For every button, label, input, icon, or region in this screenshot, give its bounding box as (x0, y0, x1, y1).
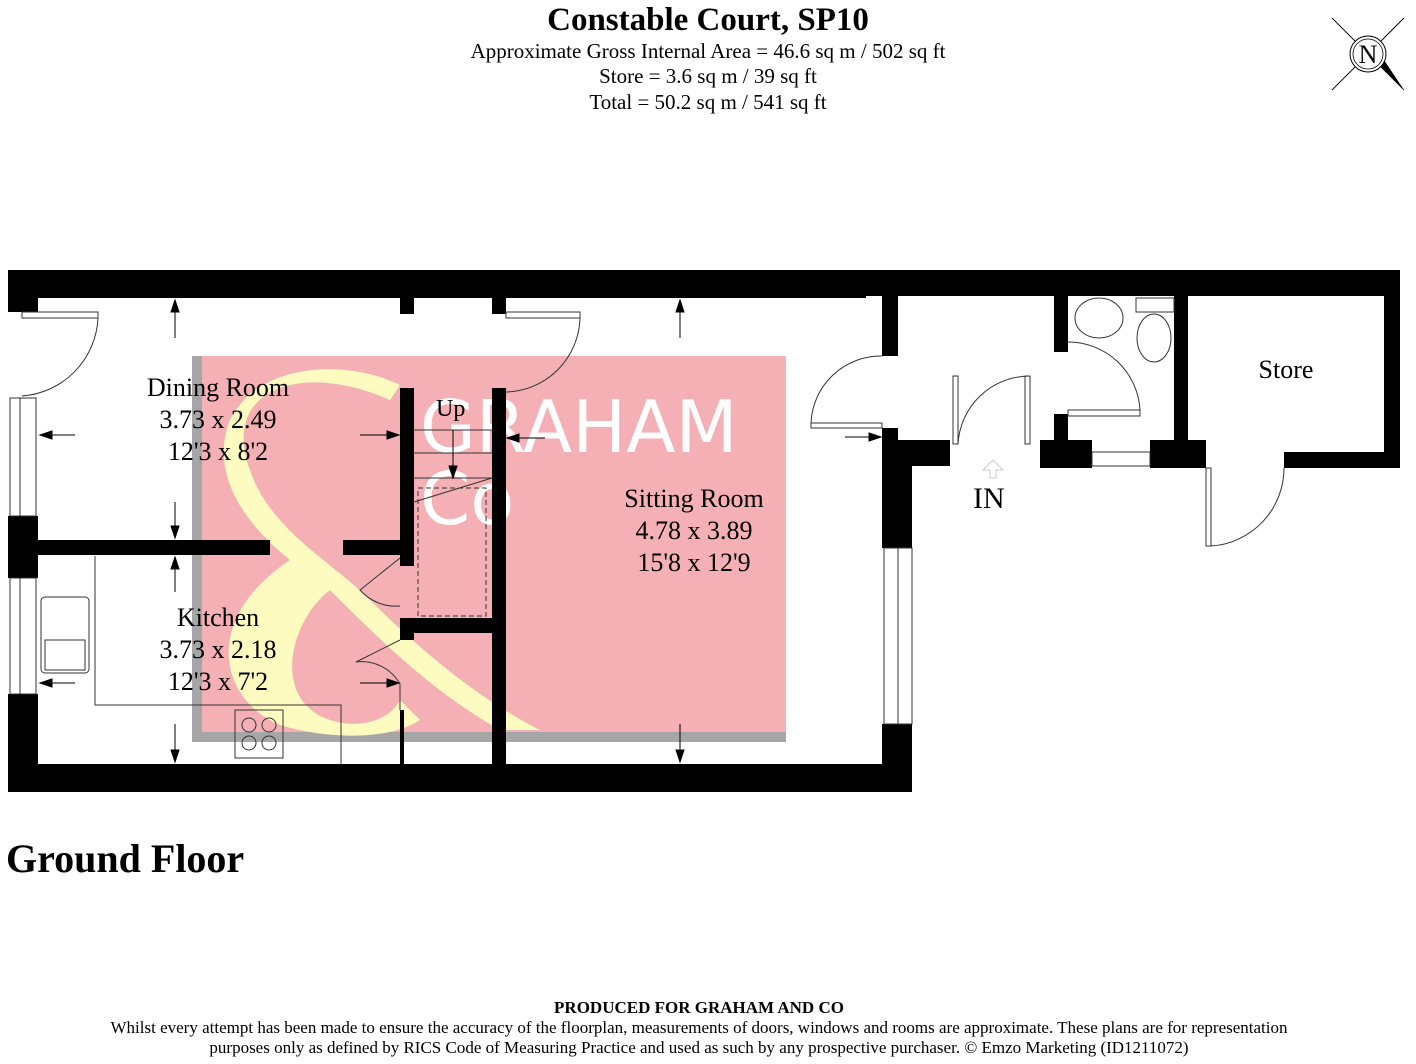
room-name: Dining Room (146, 373, 290, 402)
produced-for-text: PRODUCED FOR GRAHAM AND CO (554, 998, 844, 1017)
disclaimer-line-1: Whilst every attempt has been made to en… (110, 1018, 1288, 1037)
room-metric: 3.73 x 2.49 (159, 405, 277, 434)
room-label-store: Store (1236, 354, 1336, 386)
room-imperial: 15'8 x 12'9 (637, 548, 751, 577)
room-label-dining: Dining Room 3.73 x 2.49 12'3 x 8'2 (118, 372, 318, 468)
disclaimer-line-2: purposes only as defined by RICS Code of… (209, 1038, 1189, 1057)
entrance-label: IN (973, 482, 1005, 515)
total-area-text: Total = 50.2 sq m / 541 sq ft (589, 90, 827, 114)
walls (8, 270, 1400, 792)
room-name: Store (1258, 355, 1314, 384)
footer: PRODUCED FOR GRAHAM AND CO Whilst every … (0, 998, 1398, 1058)
floor-name: Ground Floor (6, 836, 245, 881)
property-title: Constable Court, SP10 (547, 2, 869, 38)
room-metric: 3.73 x 2.18 (159, 635, 277, 664)
fixtures (9, 297, 1285, 764)
north-compass-icon: N (1331, 17, 1405, 91)
room-metric: 4.78 x 3.89 (635, 516, 753, 545)
svg-text:N: N (1359, 40, 1378, 69)
store-area-text: Store = 3.6 sq m / 39 sq ft (599, 64, 817, 88)
gross-area-text: Approximate Gross Internal Area = 46.6 s… (470, 39, 946, 63)
room-name: Sitting Room (624, 484, 764, 513)
entrance-arrow-icon (981, 459, 1005, 479)
svg-text:GRAHAM: GRAHAM (420, 385, 738, 469)
room-name: Kitchen (176, 603, 260, 632)
stairs-up-label: Up (436, 396, 466, 422)
room-label-kitchen: Kitchen 3.73 x 2.18 12'3 x 7'2 (118, 602, 318, 698)
dimension-arrows (38, 298, 883, 764)
room-label-sitting: Sitting Room 4.78 x 3.89 15'8 x 12'9 (594, 483, 794, 579)
room-imperial: 12'3 x 7'2 (167, 667, 269, 696)
watermark: GRAHAM Co (192, 356, 786, 742)
room-imperial: 12'3 x 8'2 (167, 437, 269, 466)
